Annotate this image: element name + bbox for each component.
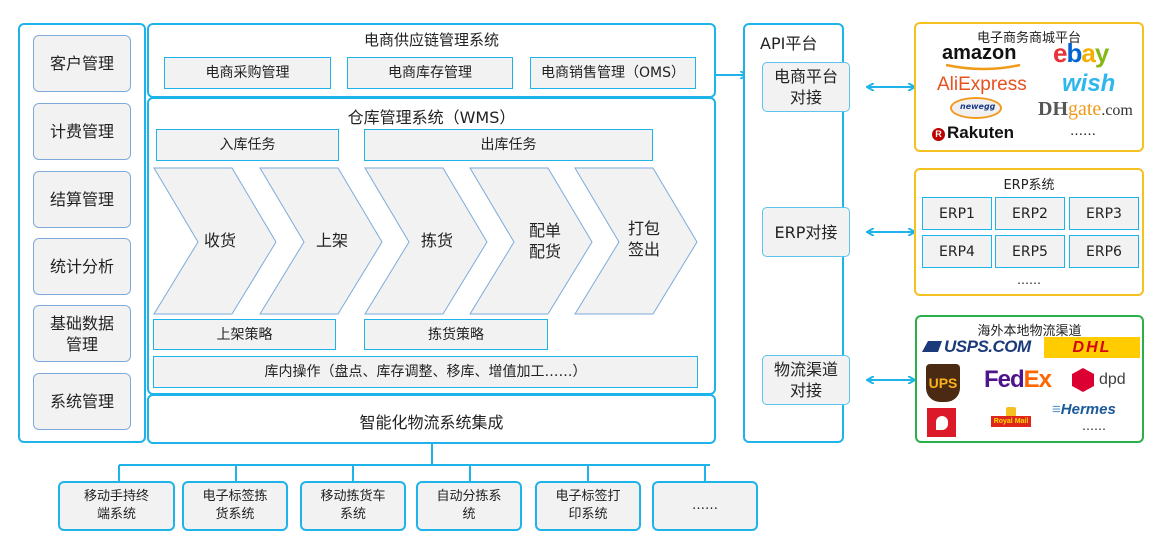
erp-item[interactable]: ERP5 xyxy=(995,235,1065,268)
subsystem-more[interactable]: …… xyxy=(652,481,758,531)
logistics-channels-title: 海外本地物流渠道 xyxy=(977,324,1082,339)
dpd-cube-icon xyxy=(1072,368,1094,392)
subsystem-tree xyxy=(118,444,710,482)
menu-customer-management[interactable]: 客户管理 xyxy=(33,35,131,92)
erp-systems-panel xyxy=(914,168,1144,296)
newegg-logo: newegg xyxy=(950,97,1002,119)
step-receiving: 收货 xyxy=(203,230,236,250)
fedex-logo: FedEx xyxy=(984,366,1052,393)
amazon-logo: amazon xyxy=(942,42,1017,64)
process-chevrons xyxy=(153,167,698,315)
dhgate-logo: DHgate.com xyxy=(1038,98,1133,120)
chevron-packing xyxy=(574,167,698,315)
menu-billing-management[interactable]: 计费管理 xyxy=(33,103,131,160)
ecommerce-more: …… xyxy=(1070,124,1096,139)
integration-panel xyxy=(147,394,716,444)
wms-title: 仓库管理系统（WMS） xyxy=(347,108,516,127)
subsystem-electronic-label-printing[interactable]: 电子标签打 印系统 xyxy=(535,481,641,531)
subsystem-electronic-label-picking[interactable]: 电子标签拣 货系统 xyxy=(182,481,288,531)
erp-systems-title: ERP系统 xyxy=(1003,178,1055,193)
putaway-strategy[interactable]: 上架策略 xyxy=(153,319,336,350)
connector-logistics-channel[interactable]: 物流渠道 对接 xyxy=(762,355,850,405)
dhl-logo: DHL xyxy=(1044,337,1140,358)
erp-item[interactable]: ERP1 xyxy=(922,197,992,230)
outbound-task[interactable]: 出库任务 xyxy=(364,129,653,161)
step-order-matching: 配单 配货 xyxy=(528,221,561,261)
picking-strategy[interactable]: 拣货策略 xyxy=(364,319,548,350)
wish-logo: wish xyxy=(1062,70,1116,97)
dpd-logo: dpd xyxy=(1099,371,1126,388)
chevron-matching xyxy=(469,167,593,315)
inbound-task[interactable]: 入库任务 xyxy=(156,129,339,161)
erp-item[interactable]: ERP6 xyxy=(1069,235,1139,268)
connector-ecommerce-platform[interactable]: 电商平台 对接 xyxy=(762,62,850,112)
module-purchase-management[interactable]: 电商采购管理 xyxy=(164,57,331,89)
menu-statistics-analysis[interactable]: 统计分析 xyxy=(33,238,131,295)
royal-mail-logo: Royal Mail xyxy=(988,407,1034,437)
connector-erp[interactable]: ERP对接 xyxy=(762,207,850,257)
ups-logo: UPS xyxy=(926,364,960,402)
step-packing-signout: 打包 签出 xyxy=(627,219,660,259)
step-picking: 拣货 xyxy=(420,230,453,250)
chevron-putaway xyxy=(259,167,383,315)
erp-item[interactable]: ERP4 xyxy=(922,235,992,268)
logistics-more: …… xyxy=(1082,419,1106,433)
module-sales-management-oms[interactable]: 电商销售管理（OMS） xyxy=(530,57,696,89)
australia-post-logo xyxy=(927,408,956,437)
ecommerce-platforms-panel xyxy=(914,22,1144,152)
chevron-picking xyxy=(364,167,488,315)
ecommerce-platforms-title: 电子商务商城平台 xyxy=(976,31,1081,46)
menu-basic-data-management[interactable]: 基础数据 管理 xyxy=(33,305,131,362)
usps-logo: USPS.COM xyxy=(922,337,1031,357)
subsystem-mobile-picking-cart[interactable]: 移动拣货车 系统 xyxy=(300,481,406,531)
chevron-receiving xyxy=(153,167,277,315)
subsystem-auto-sorting[interactable]: 自动分拣系 统 xyxy=(416,481,522,531)
integration-title: 智能化物流系统集成 xyxy=(359,413,504,432)
erp-item[interactable]: ERP2 xyxy=(995,197,1065,230)
erp-more: …… xyxy=(1017,273,1041,287)
menu-system-management[interactable]: 系统管理 xyxy=(33,373,131,430)
api-platform-title: API平台 xyxy=(760,34,818,53)
supply-chain-title: 电商供应链管理系统 xyxy=(363,31,499,49)
amazon-smile-icon xyxy=(945,63,1021,71)
subsystem-mobile-handheld[interactable]: 移动手持终 端系统 xyxy=(58,481,175,531)
ebay-logo: ebay xyxy=(1053,38,1109,68)
warehouse-operations[interactable]: 库内操作（盘点、库存调整、移库、增值加工……） xyxy=(153,356,698,388)
menu-settlement-management[interactable]: 结算管理 xyxy=(33,171,131,228)
aliexpress-logo: AliExpress xyxy=(937,74,1027,95)
hermes-logo: ≡Hermes xyxy=(1052,401,1116,418)
step-putaway: 上架 xyxy=(315,230,348,250)
module-inventory-management[interactable]: 电商库存管理 xyxy=(347,57,513,89)
erp-item[interactable]: ERP3 xyxy=(1069,197,1139,230)
